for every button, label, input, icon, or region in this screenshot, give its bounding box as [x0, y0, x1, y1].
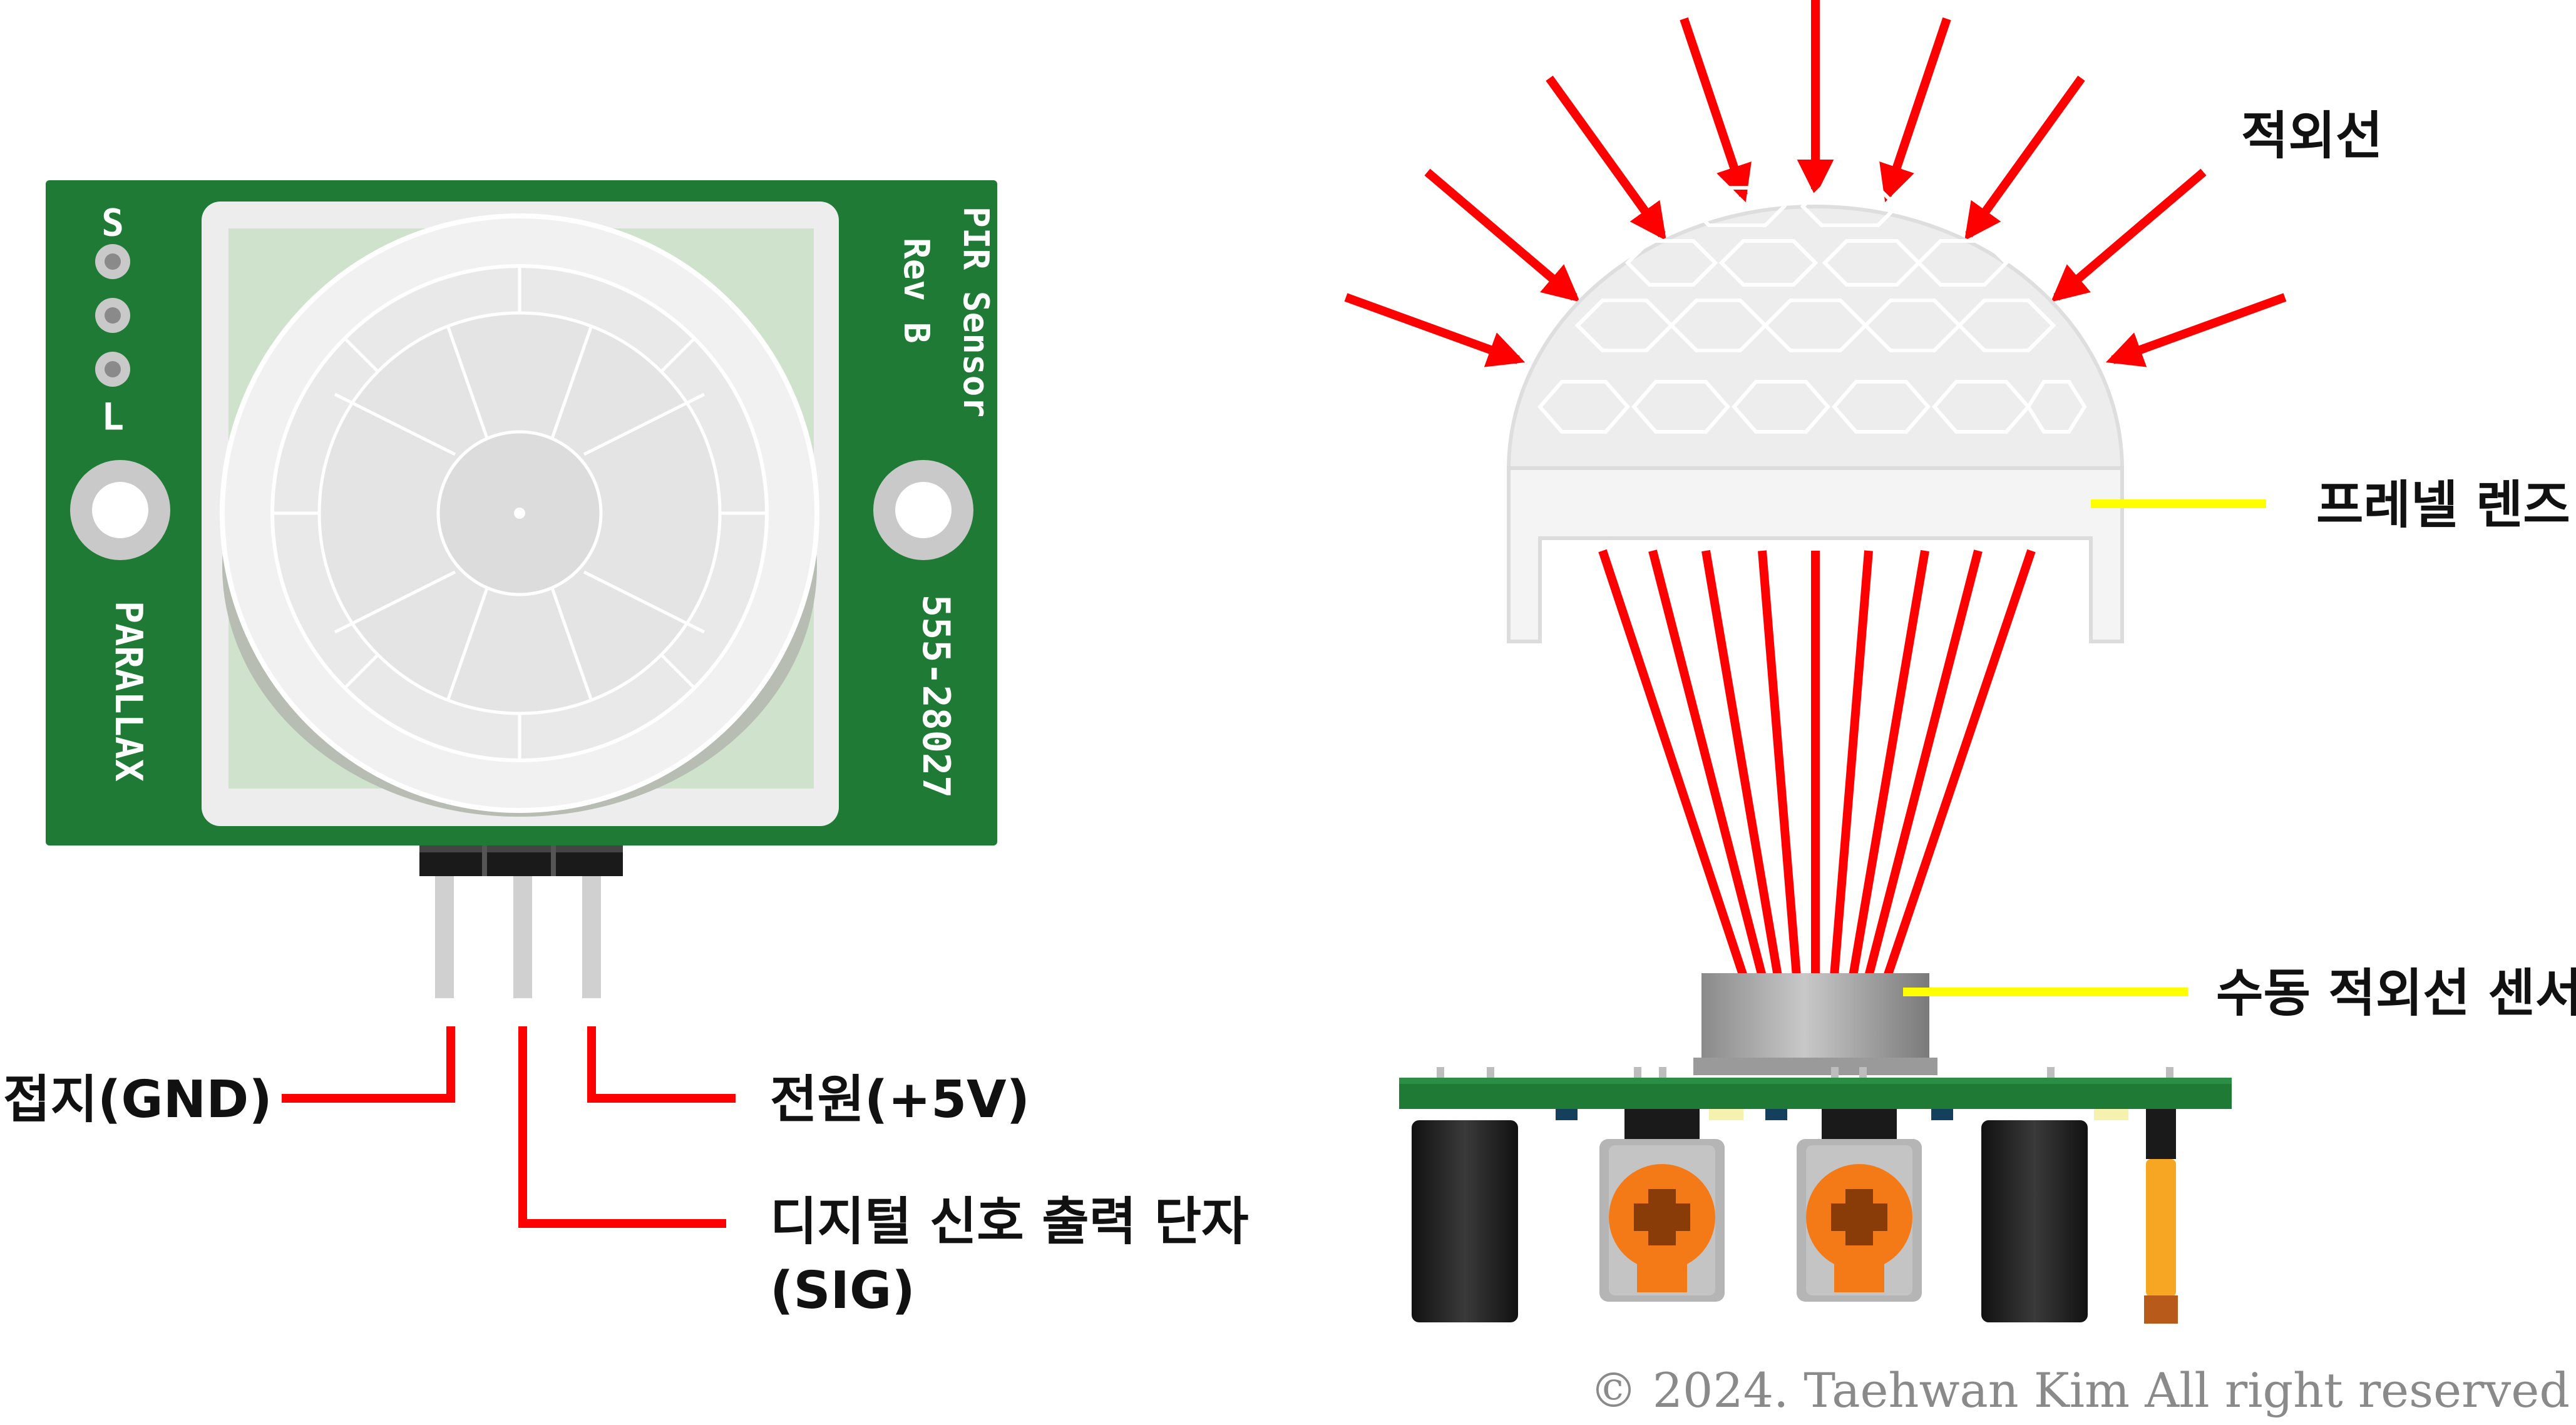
pin-holes	[95, 244, 130, 387]
mounting-hole-left	[70, 460, 170, 560]
pcb-brand: PARALLAX	[106, 601, 150, 782]
fresnel-dome-top	[222, 216, 817, 810]
trimmer-pot-left	[1599, 1109, 1725, 1302]
trimmer-pot-right	[1797, 1109, 1922, 1302]
mounting-hole-right	[873, 460, 973, 560]
header-pins	[419, 845, 623, 998]
pir-module-top-view: S L PIR Sensor Rev B 555-28027 PARALLAX	[46, 180, 997, 998]
sensor-label: 수동 적외선 센서	[2216, 964, 2576, 1023]
pcb-title-line2: Rev B	[896, 238, 936, 344]
power-label: 전원(+5V)	[770, 1070, 1030, 1130]
sig-label-line1: 디지털 신호 출력 단자	[770, 1192, 1249, 1252]
pcb-title-line1: PIR Sensor	[955, 207, 996, 417]
capacitor-left	[1412, 1120, 1518, 1322]
capacitor-right	[1981, 1120, 2088, 1322]
sig-leader	[523, 1026, 726, 1223]
pir-sensor-can	[1693, 973, 1937, 1075]
pcb-part-number: 555-28027	[914, 595, 958, 798]
power-leader	[592, 1026, 736, 1098]
resistor-component	[2144, 1109, 2178, 1324]
infrared-rays	[1603, 551, 2031, 976]
infrared-label: 적외선	[2241, 106, 2383, 166]
pin-label-s: S	[101, 202, 124, 245]
pin-callout-lines	[282, 1026, 736, 1223]
fresnel-lens-label: 프레넬 렌즈	[2316, 476, 2570, 535]
pin-label-l: L	[101, 396, 124, 439]
gnd-label: 접지(GND)	[3, 1070, 272, 1130]
gnd-leader	[282, 1026, 451, 1098]
copyright-text: © 2024. Taehwan Kim All right reserved	[1590, 1362, 2570, 1418]
sig-label-line2: (SIG)	[770, 1261, 915, 1320]
